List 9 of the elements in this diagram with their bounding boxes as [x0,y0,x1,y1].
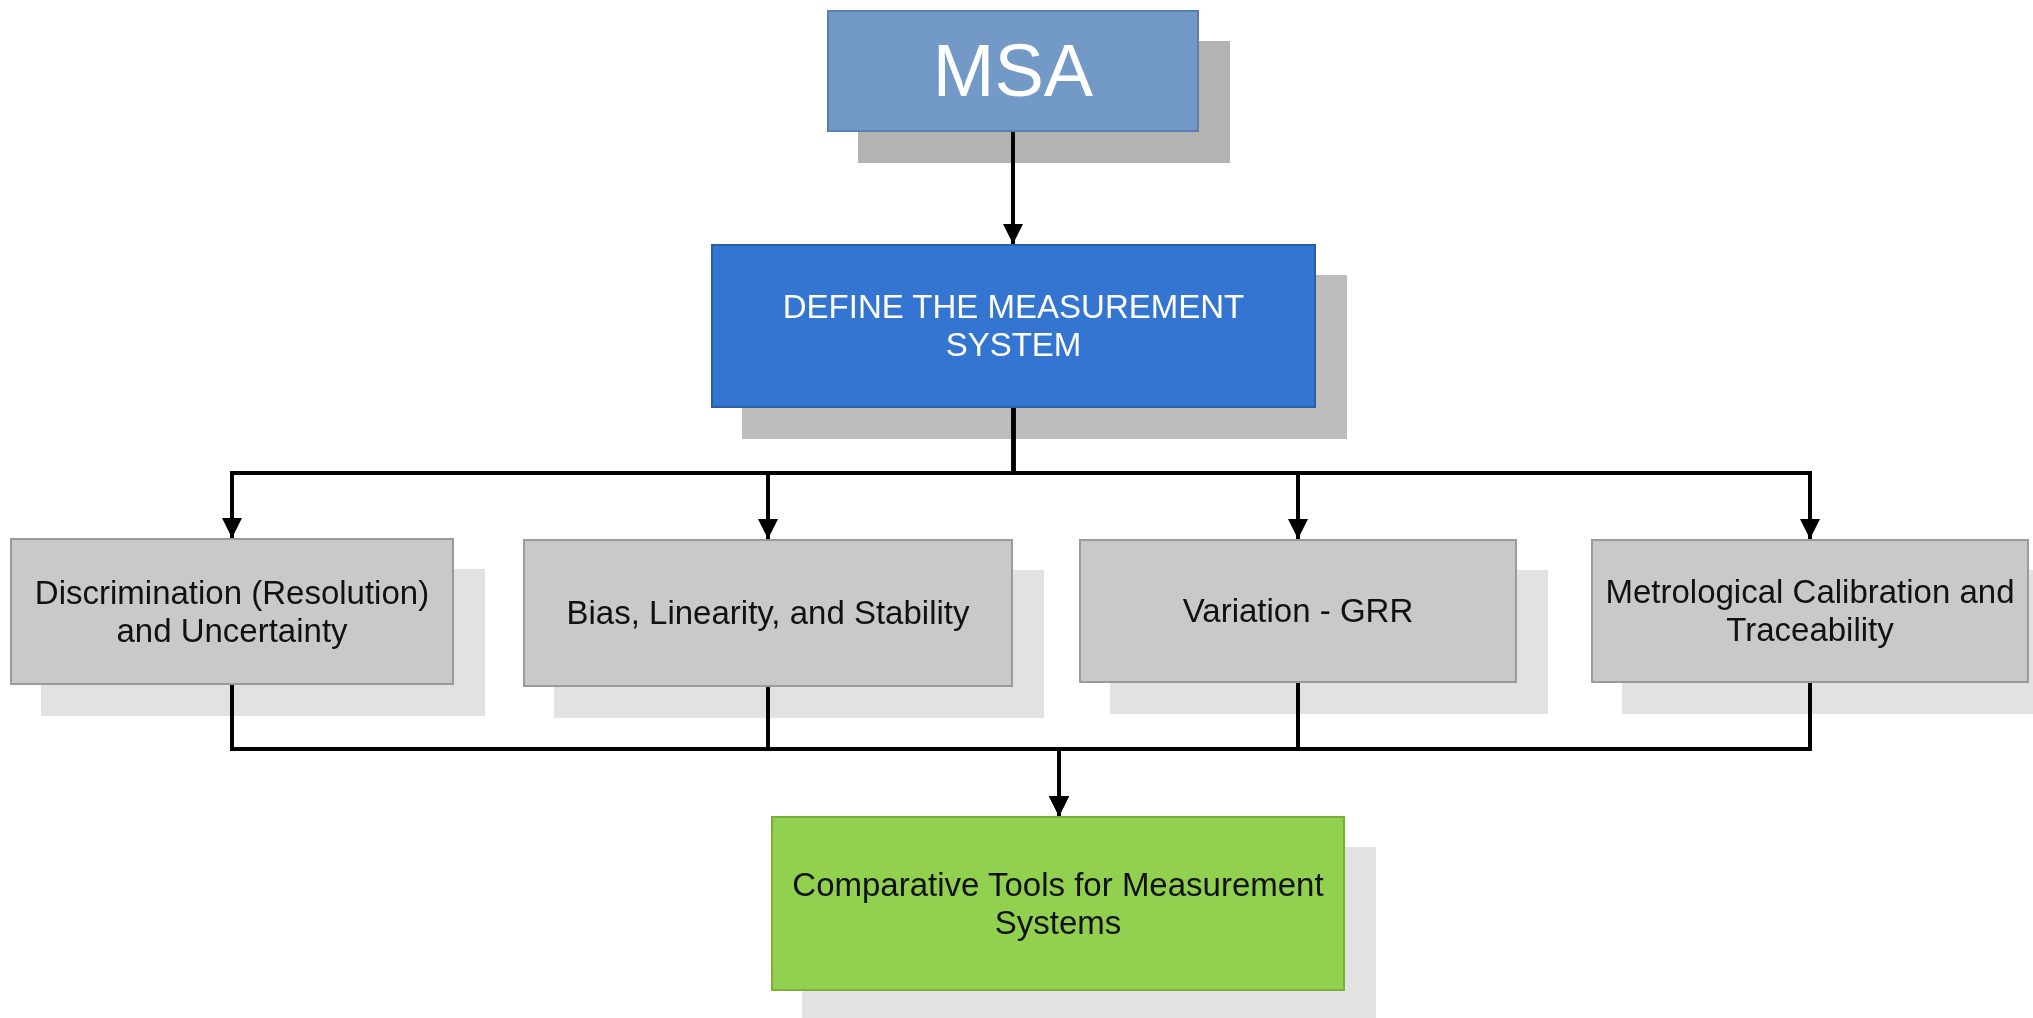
box-label: Bias, Linearity, and Stability [566,594,970,632]
connector-arrow [1011,408,1820,539]
box-label: DEFINE THE MEASUREMENT SYSTEM [781,288,1246,364]
box-label: Comparative Tools for Measurement Systems [791,865,1325,942]
box-label: MSA [932,28,1094,114]
connector-arrow [1003,132,1023,244]
box-label: Discrimination (Resolution) and Uncertainty [33,573,431,650]
box-label: Metrological Calibration and Traceability [1604,573,2016,649]
box-label: Variation - GRR [1182,592,1414,630]
